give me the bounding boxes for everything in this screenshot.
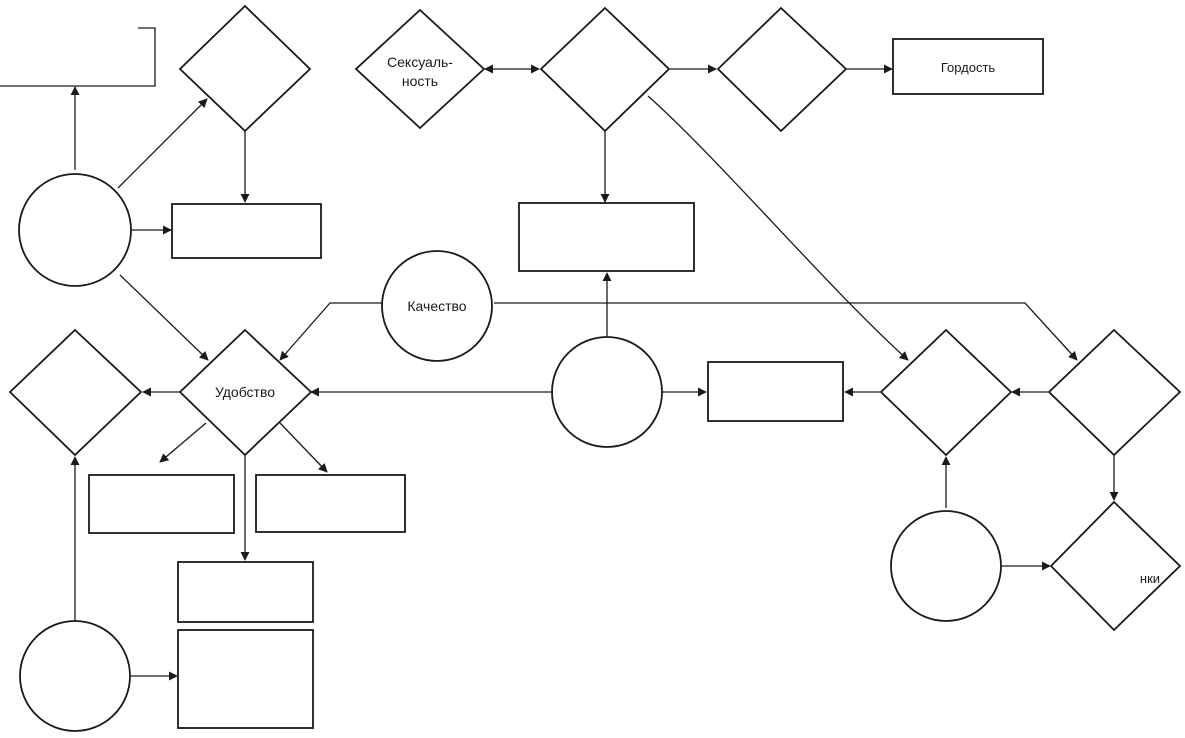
diamond-node-convenience [178, 328, 313, 457]
box-node-convenience-left [88, 474, 235, 534]
box-node-a [171, 203, 322, 259]
box-node-convenience-bottom [177, 561, 314, 623]
diamond-node-left [8, 328, 143, 457]
edges [0, 27, 1119, 681]
diamond-node-right [716, 6, 848, 133]
edge-circle-a-to-diamond-top-left [117, 98, 208, 189]
edge-topleft-box [0, 27, 156, 87]
box-node-pride [892, 38, 1044, 95]
diamond-node-sexuality [354, 8, 486, 130]
circle-node-quality [381, 250, 493, 362]
edge-quality-to-diamond-far-right [494, 302, 1078, 361]
convenience-label: Удобство [215, 384, 275, 400]
quality-label: Качество [407, 298, 466, 314]
circle-node-a [18, 173, 132, 287]
edge-convenience-to-box-right [279, 422, 328, 473]
edge-circle-a-to-convenience [119, 274, 209, 361]
diamond-node-top-left [178, 4, 312, 133]
edge-center-diamond-to-diamond-mid-right [647, 95, 909, 361]
diamond-node-lower-right [1049, 500, 1182, 632]
sexuality-label-line1: Сексуаль- [387, 54, 453, 70]
edge-convenience-to-box-left [159, 422, 207, 463]
diamond-node-mid-right [879, 328, 1013, 457]
labels: Сексуаль- ность Гордость Качество Удобст… [215, 54, 1160, 586]
diamond-node-far-right [1047, 328, 1182, 457]
pride-label: Гордость [941, 60, 996, 75]
diamond-node-center [539, 6, 671, 133]
box-node-convenience-right [255, 474, 406, 533]
partial-label: нки [1140, 571, 1160, 586]
box-node-bottom [177, 629, 314, 729]
circle-node-e [19, 620, 131, 732]
sexuality-label-line2: ность [402, 73, 438, 89]
edge-quality-to-convenience [279, 302, 382, 361]
box-node-upper-center [518, 202, 695, 272]
box-node-mid [707, 361, 844, 422]
circle-node-c [551, 336, 663, 448]
circle-node-d [890, 510, 1002, 622]
nodes [8, 4, 1182, 732]
